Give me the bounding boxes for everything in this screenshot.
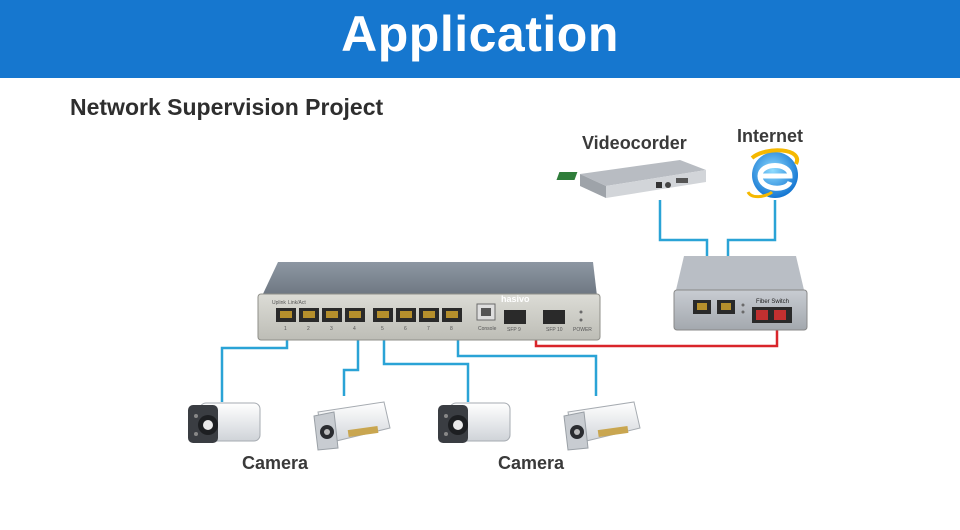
internet-label: Internet — [737, 126, 804, 146]
svg-text:2: 2 — [307, 326, 310, 332]
fiber-media-converter: Fiber Switch — [673, 256, 808, 331]
bullet-camera-4 — [563, 401, 641, 451]
poe-switch: Uplink Link/Act 1 2 3 4 5 6 7 8 Console … — [257, 262, 601, 341]
svg-text:5: 5 — [381, 326, 384, 332]
internet-explorer-icon — [746, 148, 800, 199]
bullet-camera-3 — [438, 402, 511, 443]
switch-port-numbers: 1 2 3 4 5 6 7 8 — [284, 326, 453, 332]
switch-linkact-label: Link/Act — [288, 300, 306, 306]
svg-text:8: 8 — [450, 326, 453, 332]
switch-sfp10-label: SFP 10 — [546, 327, 563, 333]
svg-text:1: 1 — [284, 326, 287, 332]
page-title: Application — [341, 6, 619, 62]
switch-uplink-label: Uplink — [272, 300, 286, 306]
bullet-camera-1 — [188, 402, 261, 443]
switch-console-label: Console — [478, 326, 497, 332]
section-title: Network Supervision Project — [70, 94, 384, 120]
switch-rj45-ports — [276, 308, 462, 322]
camera-label-right: Camera — [498, 453, 565, 473]
switch-brand: hasivo — [501, 294, 530, 304]
switch-sfp-9 — [504, 310, 526, 324]
camera-label-left: Camera — [242, 453, 309, 473]
svg-text:3: 3 — [330, 326, 333, 332]
svg-text:7: 7 — [427, 326, 430, 332]
switch-sfp-10 — [543, 310, 565, 324]
converter-label: Fiber Switch — [756, 299, 789, 305]
videocorder-label: Videocorder — [582, 133, 687, 153]
switch-power-label: POWER — [573, 327, 592, 333]
link-port4-camera2 — [342, 320, 360, 396]
switch-sfp9-label: SFP 9 — [507, 327, 521, 333]
link-port5-camera3 — [382, 320, 470, 402]
bullet-camera-2 — [313, 401, 391, 451]
svg-text:4: 4 — [353, 326, 356, 332]
header-banner: Application — [0, 0, 960, 78]
dvr-device — [556, 160, 706, 198]
svg-text:6: 6 — [404, 326, 407, 332]
